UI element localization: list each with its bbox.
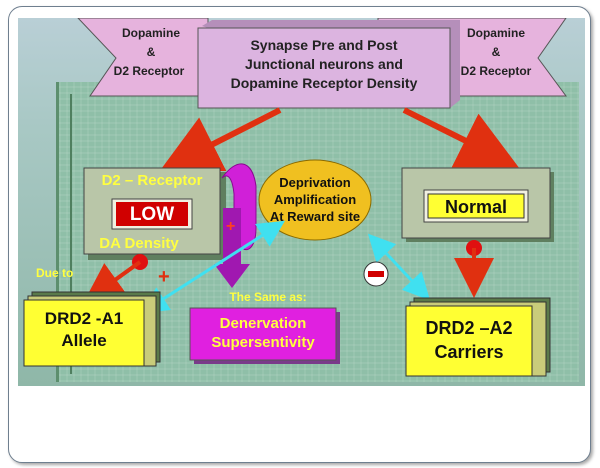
denervation-line2: Supersentivity [211,334,315,351]
a1-box-shape [23,299,145,367]
oval-line1: Deprivation [279,175,351,190]
left-banner-text: Dopamine & D2 Receptor [106,24,196,81]
drd2-a1-text: DRD2 -A1 Allele [24,308,144,352]
top-box-text: Synapse Pre and Post Junctional neurons … [198,36,450,93]
arrow-top-left [159,107,282,172]
drd2-a1-line1: DRD2 -A1 [44,309,124,328]
d2-caption: DA Density [99,235,179,252]
right-banner-line1: Dopamine [466,26,525,40]
top-box-line3: Dopamine Receptor Density [230,75,418,91]
oval-line2: Amplification [273,192,357,207]
denervation-text: Denervation Supersentivity [190,314,336,352]
minus-bar [368,271,384,277]
left-banner-shape [77,18,209,97]
oval-line3: At Reward site [269,209,361,224]
due-to-label: Due to [36,266,74,280]
diagram-slide: Dopamine & D2 Receptor Dopamine & D2 Rec… [18,18,585,386]
cyan-arrow-left [140,220,286,314]
cyan-arrow-right [367,233,431,301]
top-box-line2: Junctional neurons and [245,56,403,72]
plus-sign-magenta: + [226,218,236,235]
denervation-box-shape [189,307,337,361]
drd2-a2-line2: Carriers [434,342,504,362]
left-banner-line1: Dopamine [121,26,180,40]
plus-sign-left: + [158,266,170,288]
drd2-a2-text: DRD2 –A2 Carriers [406,316,532,364]
background-panel-inner [70,94,572,374]
denervation-line1: Denervation [219,315,307,332]
top-box-line1: Synapse Pre and Post [250,37,398,53]
right-banner-line2: & [491,45,501,59]
left-banner-line3: D2 Receptor [113,64,185,78]
center-oval-shape [258,159,372,241]
right-banner-text: Dopamine & D2 Receptor [446,24,546,81]
low-label: LOW [129,204,175,225]
diagram-shapes [23,18,567,377]
normal-label: Normal [444,197,507,217]
normal-fill [427,193,525,219]
same-as-label: The Same as: [229,290,307,304]
left-banner-line2: & [146,45,156,59]
drd2-a1-line2: Allele [61,331,107,350]
arrow-top-right [402,107,519,168]
drd2-a2-line1: DRD2 –A2 [425,318,513,338]
d2-title: D2 – Receptor [101,172,203,189]
a2-box-shape [405,305,533,377]
top-box-shape [197,27,451,109]
center-oval-text: Deprivation Amplification At Reward site [259,174,371,225]
right-banner-line3: D2 Receptor [460,64,532,78]
